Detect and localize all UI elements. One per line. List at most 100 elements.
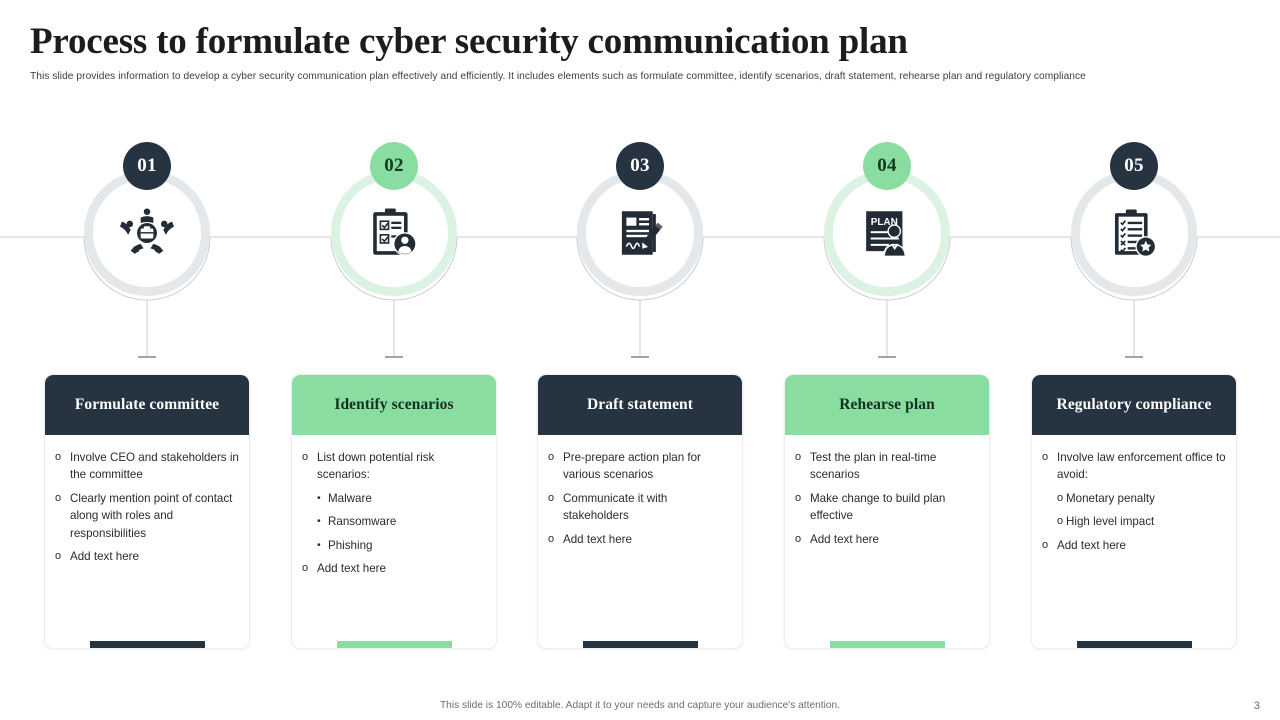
list-item: o Add text here bbox=[1042, 537, 1226, 554]
bullet-marker: • bbox=[317, 491, 321, 504]
process-step-2[interactable]: 02 Identify scenarios o List down potent… bbox=[271, 0, 518, 720]
step-5-accent-bar bbox=[1077, 641, 1192, 648]
footer-note: This slide is 100% editable. Adapt it to… bbox=[439, 700, 841, 711]
list-item: o Add text here bbox=[302, 560, 486, 577]
bullet-marker: • bbox=[317, 515, 321, 528]
step-2-title: Identify scenarios bbox=[334, 396, 454, 414]
presentation-plan-icon: PLAN bbox=[856, 202, 918, 264]
list-item: o Communicate it with stakeholders bbox=[548, 490, 732, 525]
step-5-bullet-list: o Involve law enforcement office to avoi… bbox=[1042, 449, 1226, 554]
page-number: 3 bbox=[1253, 700, 1260, 712]
bullet-marker: o bbox=[55, 491, 62, 504]
step-5-card[interactable]: Regulatory compliance o Involve law enfo… bbox=[1031, 374, 1237, 649]
bullet-marker: • bbox=[317, 538, 321, 551]
step-4-number-badge: 04 bbox=[863, 142, 911, 190]
step-3-number-badge: 03 bbox=[616, 142, 664, 190]
bullet-text: Communicate it with stakeholders bbox=[563, 491, 668, 523]
step-2-accent-bar bbox=[337, 641, 452, 648]
step-3-card-header: Draft statement bbox=[538, 375, 742, 435]
list-item: o Involve CEO and stakeholders in the co… bbox=[55, 449, 239, 484]
list-item: o Add text here bbox=[795, 531, 979, 548]
bullet-text: Involve law enforcement office to avoid: bbox=[1057, 451, 1226, 482]
team-meeting-icon bbox=[116, 202, 178, 264]
step-3-card[interactable]: Draft statement o Pre-prepare action pla… bbox=[537, 374, 743, 649]
step-2-bullet-list: o List down potential risk scenarios: • … bbox=[302, 449, 486, 577]
bullet-marker: o bbox=[1057, 491, 1064, 504]
process-step-3[interactable]: 03 Draft statement o Pre-prepare action … bbox=[517, 0, 764, 720]
bullet-marker: o bbox=[795, 451, 802, 463]
list-item: o Pre-prepare action plan for various sc… bbox=[548, 449, 732, 484]
checklist-star-icon bbox=[1103, 202, 1165, 264]
step-5-title: Regulatory compliance bbox=[1056, 396, 1212, 414]
list-item: o Test the plan in real-time scenarios bbox=[795, 449, 979, 484]
clipboard-person-icon bbox=[363, 202, 425, 264]
bullet-text: List down potential risk scenarios: bbox=[317, 451, 435, 482]
step-4-card[interactable]: Rehearse plan o Test the plan in real-ti… bbox=[784, 374, 990, 649]
list-item: o High level impact bbox=[1057, 513, 1226, 530]
step-3-title: Draft statement bbox=[586, 396, 694, 414]
bullet-marker: o bbox=[795, 491, 802, 504]
bullet-marker: o bbox=[302, 451, 309, 463]
step-1-card[interactable]: Formulate committee o Involve CEO and st… bbox=[44, 374, 250, 649]
bullet-text: Add text here bbox=[1057, 538, 1126, 552]
bullet-text: Clearly mention point of contact along w… bbox=[70, 491, 233, 540]
step-4-card-header: Rehearse plan bbox=[785, 375, 989, 435]
bullet-text: Add text here bbox=[317, 561, 386, 575]
bullet-marker: o bbox=[548, 491, 555, 504]
step-5-number-badge: 05 bbox=[1110, 142, 1158, 190]
bullet-marker: o bbox=[55, 549, 62, 562]
step-3-card-body: o Pre-prepare action plan for various sc… bbox=[538, 435, 742, 648]
process-step-5[interactable]: 05 Regulatory compliance o Involve law e… bbox=[1011, 0, 1258, 720]
bullet-text: Make change to build plan effective bbox=[810, 491, 946, 523]
bullet-text: Monetary penalty bbox=[1066, 491, 1155, 505]
step-3-accent-bar bbox=[583, 641, 698, 648]
step-2-card-body: o List down potential risk scenarios: • … bbox=[292, 435, 496, 648]
step-5-card-header: Regulatory compliance bbox=[1032, 375, 1236, 435]
process-step-4[interactable]: PLAN 04 Rehearse plan bbox=[764, 0, 1011, 720]
step-5-card-body: o Involve law enforcement office to avoi… bbox=[1032, 435, 1236, 648]
step-2-circle bbox=[331, 170, 457, 296]
bullet-marker: o bbox=[1057, 515, 1064, 528]
bullet-marker: o bbox=[548, 451, 555, 463]
bullet-text: Pre-prepare action plan for various scen… bbox=[563, 451, 701, 482]
step-1-title: Formulate committee bbox=[74, 396, 220, 414]
step-2-card[interactable]: Identify scenarios o List down potential… bbox=[291, 374, 497, 649]
step-5-circle bbox=[1071, 170, 1197, 296]
step-4-bullet-list: o Test the plan in real-time scenarios o… bbox=[795, 449, 979, 548]
step-4-title: Rehearse plan bbox=[839, 396, 935, 414]
list-item: • Ransomware bbox=[317, 513, 486, 530]
slide-subtitle: This slide provides information to devel… bbox=[30, 70, 1086, 82]
step-1-bullet-list: o Involve CEO and stakeholders in the co… bbox=[55, 449, 239, 565]
list-item: • Phishing bbox=[317, 537, 486, 554]
process-step-1[interactable]: 01 Formulate committee o Involve CEO and… bbox=[24, 0, 271, 720]
bullet-marker: o bbox=[55, 451, 62, 463]
page-title: Process to formulate cyber security comm… bbox=[30, 21, 908, 62]
list-item: • Malware bbox=[317, 490, 486, 507]
bullet-text: Add text here bbox=[563, 532, 632, 546]
bullet-text: Involve CEO and stakeholders in the comm… bbox=[70, 451, 239, 482]
bullet-text: Add text here bbox=[70, 549, 139, 563]
bullet-text: Test the plan in real-time scenarios bbox=[810, 451, 937, 482]
document-signature-icon bbox=[609, 202, 671, 264]
bullet-marker: o bbox=[302, 561, 309, 574]
step-1-circle bbox=[84, 170, 210, 296]
slide-header: Process to formulate cyber security comm… bbox=[30, 22, 1250, 84]
step-4-circle: PLAN bbox=[824, 170, 950, 296]
list-item: o Monetary penalty bbox=[1057, 490, 1226, 507]
bullet-text: High level impact bbox=[1066, 515, 1155, 529]
step-1-card-body: o Involve CEO and stakeholders in the co… bbox=[45, 435, 249, 648]
list-item: o Add text here bbox=[55, 548, 239, 565]
step-4-card-body: o Test the plan in real-time scenarios o… bbox=[785, 435, 989, 648]
step-4-accent-bar bbox=[830, 641, 945, 648]
bullet-text: Phishing bbox=[328, 538, 373, 552]
bullet-text: Add text here bbox=[810, 532, 879, 546]
list-item: o Involve law enforcement office to avoi… bbox=[1042, 449, 1226, 484]
step-1-card-header: Formulate committee bbox=[45, 375, 249, 435]
bullet-text: Ransomware bbox=[328, 515, 397, 529]
bullet-marker: o bbox=[795, 532, 802, 545]
list-item: o Add text here bbox=[548, 531, 732, 548]
step-2-number-badge: 02 bbox=[370, 142, 418, 190]
step-1-number-badge: 01 bbox=[123, 142, 171, 190]
